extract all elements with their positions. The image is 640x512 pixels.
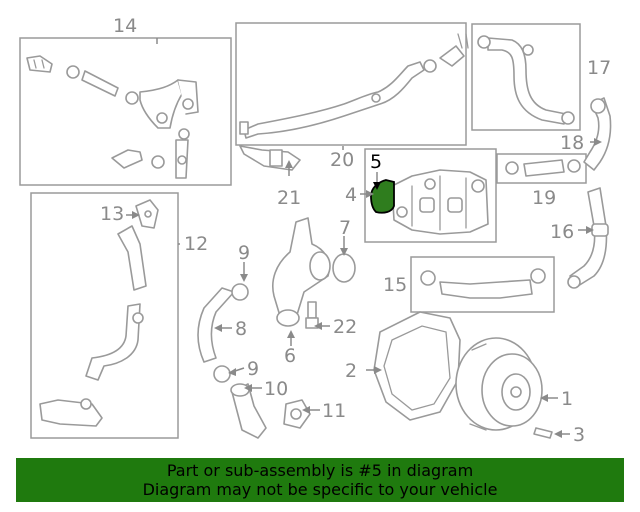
callout-21: 21: [277, 187, 301, 209]
callout-13: 13: [100, 203, 124, 225]
parts-diagram: 14 20 17 18 19 16 21 5 4 13 12 7 9 15 8 …: [19, 15, 612, 446]
part-12-pipe: [39, 199, 159, 427]
callout-15: 15: [383, 274, 407, 296]
group-box-17: [471, 23, 581, 131]
part-15-hose: [420, 268, 546, 299]
group-box-20: [235, 22, 467, 146]
callout-11: 11: [322, 400, 346, 422]
group-box-4: [364, 148, 497, 243]
part-9-clamp-lower: [213, 365, 231, 383]
group-box-19: [496, 153, 587, 184]
part-11-cover: [283, 399, 311, 429]
callout-3: 3: [573, 424, 585, 446]
callout-4: 4: [345, 184, 357, 206]
part-7-o-ring: [332, 253, 356, 283]
part-9-clamp-upper: [231, 283, 249, 301]
part-14-hose-assembly: [26, 55, 199, 179]
callout-16: 16: [550, 221, 574, 243]
callout-10: 10: [264, 378, 288, 400]
callout-6: 6: [284, 345, 296, 367]
part-6-water-outlet: [272, 217, 331, 327]
diagram-notice-banner: Part or sub-assembly is #5 in diagram Di…: [16, 458, 624, 502]
banner-line-2: Diagram may not be specific to your vehi…: [142, 480, 498, 499]
callout-17: 17: [587, 57, 611, 79]
group-box-14: [19, 37, 232, 186]
callout-19: 19: [532, 187, 556, 209]
part-1-water-pump: [455, 337, 543, 431]
callout-12: 12: [184, 233, 208, 255]
callout-20: 20: [330, 149, 354, 171]
callout-7: 7: [339, 217, 351, 239]
callout-8: 8: [235, 318, 247, 340]
banner-line-1: Part or sub-assembly is #5 in diagram: [166, 461, 474, 480]
callout-9-lower: 9: [247, 358, 259, 380]
group-box-15: [410, 256, 555, 313]
part-5-gasket-highlight: [370, 179, 395, 214]
part-3-bolt: [533, 427, 553, 439]
callout-1: 1: [561, 388, 573, 410]
part-20-coolant-pipe: [239, 33, 469, 139]
part-10-fitting: [230, 383, 267, 439]
callout-14: 14: [113, 15, 137, 37]
callout-9-upper: 9: [238, 242, 250, 264]
callout-2: 2: [345, 360, 357, 382]
callout-5-highlighted: 5: [370, 151, 382, 173]
part-8-hose: [197, 287, 235, 363]
part-17-upper-hose: [477, 35, 575, 125]
part-4-thermostat-housing: [391, 169, 489, 235]
callout-22: 22: [333, 316, 357, 338]
part-21-sensor: [239, 145, 301, 171]
callout-18: 18: [560, 132, 584, 154]
part-18-hose: [583, 97, 612, 171]
part-22-sensor: [305, 301, 319, 329]
part-19-hose-clamps: [505, 159, 581, 177]
group-box-12: [30, 192, 179, 439]
